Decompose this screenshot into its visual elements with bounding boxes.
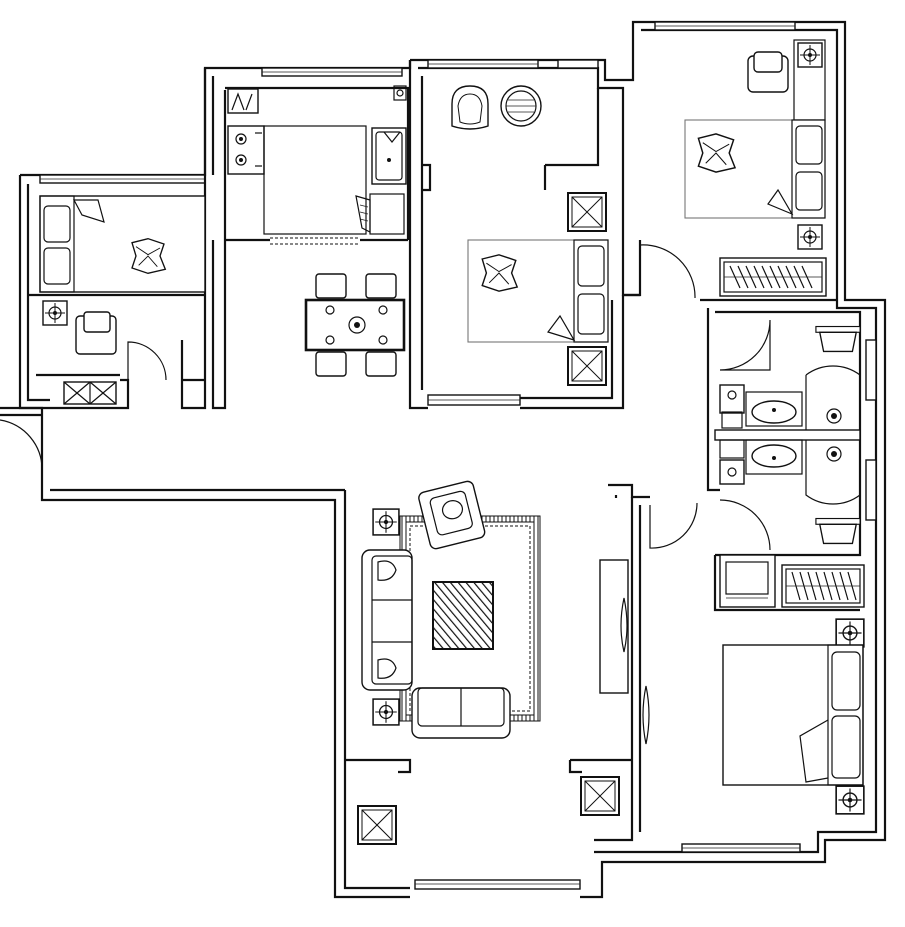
doors <box>0 240 861 551</box>
wardrobe-icon <box>719 257 827 297</box>
side-table-icon <box>500 85 542 127</box>
desk-chair-icon <box>747 51 789 93</box>
sofa-icon <box>411 687 511 739</box>
desk-chair-icon <box>75 311 117 355</box>
small-bedroom <box>39 195 206 405</box>
interior-walls <box>0 68 862 842</box>
master-bedroom <box>684 39 827 297</box>
bathroom-upper <box>719 325 861 429</box>
dining-table <box>304 273 406 377</box>
washing-machine-icon <box>719 554 776 608</box>
wardrobe-icon <box>63 381 117 405</box>
dishwasher-icon <box>355 193 405 235</box>
armchair-icon <box>418 480 486 550</box>
kitchen <box>227 85 407 235</box>
tv-unit-icon <box>599 559 629 694</box>
living-room <box>358 480 620 844</box>
armchair-icon <box>451 85 489 130</box>
sofa-icon <box>361 549 413 691</box>
third-bedroom <box>599 559 865 815</box>
shelf-icon <box>781 564 865 608</box>
second-bedroom <box>451 85 609 387</box>
outer-walls <box>18 20 887 899</box>
bathroom-lower <box>719 439 865 608</box>
